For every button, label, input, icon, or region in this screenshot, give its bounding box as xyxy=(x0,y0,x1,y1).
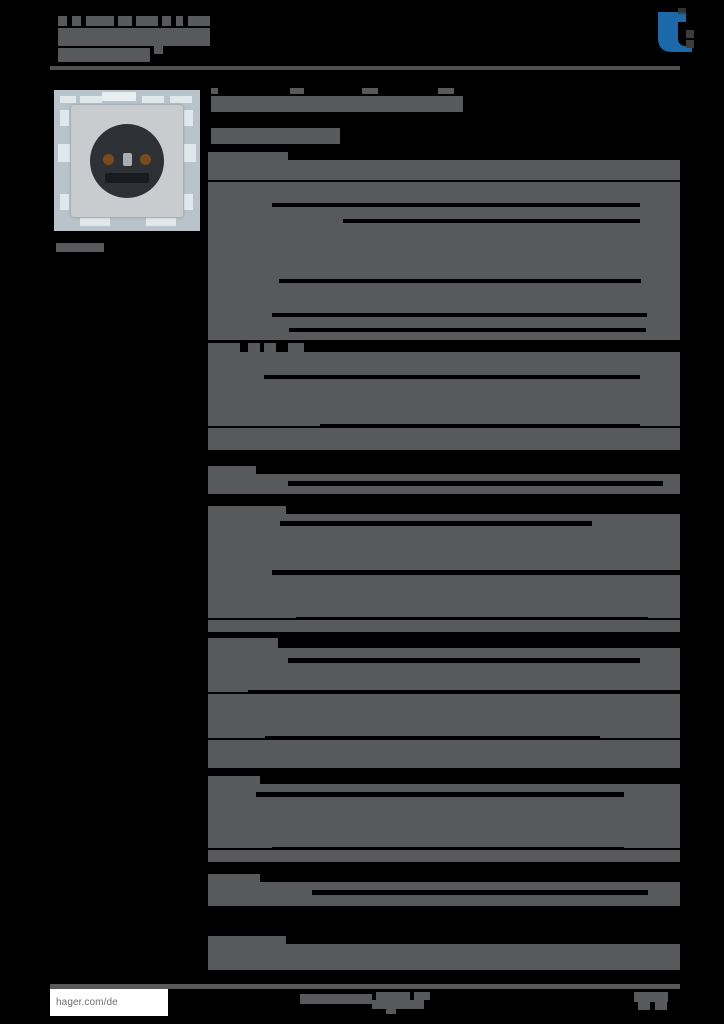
spec-row-leader xyxy=(256,792,624,797)
socket-recess xyxy=(90,123,164,198)
header-divider xyxy=(50,66,680,70)
spec-row xyxy=(208,388,680,426)
footer-center-text xyxy=(376,992,410,1000)
footer-page-number xyxy=(655,1002,667,1010)
mounting-frame-mark xyxy=(184,110,193,126)
spec-row xyxy=(208,232,680,254)
header-title-line-2 xyxy=(58,28,210,46)
hager-logo xyxy=(652,8,700,56)
spec-row xyxy=(208,804,680,848)
spec-row-leader xyxy=(272,203,640,207)
footer-url-box[interactable]: hager.com/de xyxy=(50,989,168,1016)
header-subtitle xyxy=(58,48,150,62)
page-title xyxy=(211,88,218,94)
spec-row xyxy=(208,850,680,862)
spec-row-leader xyxy=(343,219,640,223)
spec-row-leader xyxy=(280,521,592,526)
spec-row-leader xyxy=(248,690,680,695)
header-title-line-1 xyxy=(162,16,171,26)
page-title xyxy=(290,88,304,94)
product-image xyxy=(54,90,200,231)
footer-page-number xyxy=(634,992,668,1002)
page-title xyxy=(211,96,463,112)
spec-row xyxy=(208,620,680,632)
socket-contact-right xyxy=(140,153,151,165)
page-subtitle xyxy=(211,128,340,144)
page-title xyxy=(362,88,378,94)
footer-center-text xyxy=(372,1000,424,1009)
socket-label-strip xyxy=(105,172,149,183)
spec-row-leader xyxy=(272,313,647,317)
spec-row-leader xyxy=(320,424,640,428)
mounting-claw xyxy=(102,92,136,101)
spec-row-leader xyxy=(288,481,663,486)
mounting-frame-mark xyxy=(146,218,176,226)
spec-row xyxy=(208,740,680,752)
section-heading xyxy=(208,343,240,352)
header-title-line-1 xyxy=(176,16,183,26)
socket-cover-plate xyxy=(71,104,183,217)
spec-row xyxy=(208,670,680,692)
footer-legal-line xyxy=(208,958,680,970)
socket-contact-left xyxy=(103,153,114,165)
spec-row xyxy=(208,292,680,310)
spec-row xyxy=(208,752,680,768)
mounting-frame-mark xyxy=(60,194,69,210)
section-heading xyxy=(208,466,256,476)
section-heading xyxy=(208,776,260,786)
spec-row xyxy=(208,694,680,738)
spec-row-leader xyxy=(272,847,624,852)
section-heading xyxy=(288,343,304,352)
mounting-frame-mark xyxy=(184,144,196,162)
spec-row-leader xyxy=(296,617,648,622)
spec-row-leader xyxy=(288,658,640,663)
header-title-line-1 xyxy=(188,16,210,26)
section-heading xyxy=(208,874,260,884)
section-body xyxy=(208,182,680,200)
section-heading xyxy=(208,638,278,648)
section-body xyxy=(208,160,680,180)
section-heading xyxy=(208,506,286,516)
section-heading xyxy=(264,343,276,352)
spec-row-leader xyxy=(265,736,600,741)
spec-row-leader xyxy=(264,375,640,379)
header-title-line-1 xyxy=(136,16,158,26)
mounting-frame-mark xyxy=(184,194,193,210)
footer-center-text xyxy=(300,994,372,1004)
spec-row xyxy=(208,590,680,618)
footer-center-text xyxy=(414,992,430,1000)
header-title-line-1 xyxy=(58,16,67,26)
footer-url[interactable]: hager.com/de xyxy=(56,997,118,1008)
mounting-frame-mark xyxy=(142,96,164,103)
section-heading xyxy=(208,936,286,946)
header-title-line-1 xyxy=(72,16,81,26)
spec-row xyxy=(208,534,680,574)
spec-row-leader xyxy=(312,890,648,895)
mounting-frame-mark xyxy=(60,96,76,103)
mounting-frame-mark xyxy=(80,218,110,226)
section-heading xyxy=(248,343,260,352)
spec-row-leader xyxy=(272,570,680,575)
spec-row xyxy=(208,428,680,450)
header-title-line-1 xyxy=(118,16,132,26)
mounting-frame-mark xyxy=(80,96,102,103)
footer-divider xyxy=(50,984,680,989)
spec-row xyxy=(208,254,680,276)
spec-row xyxy=(208,352,680,372)
footer-page-number xyxy=(638,1002,650,1010)
mounting-frame-mark xyxy=(60,110,69,126)
figure-caption xyxy=(56,243,104,252)
mounting-frame-mark xyxy=(170,96,192,103)
spec-row xyxy=(208,574,680,590)
spec-row-leader xyxy=(279,279,641,283)
header-subtitle-suffix xyxy=(154,44,163,54)
footer-center-text xyxy=(386,1008,396,1014)
header-title-line-1 xyxy=(86,16,114,26)
earth-pin xyxy=(123,152,132,166)
spec-row-leader xyxy=(289,328,646,332)
section-heading xyxy=(208,152,288,162)
mounting-frame-mark xyxy=(58,144,70,162)
page-title xyxy=(438,88,454,94)
